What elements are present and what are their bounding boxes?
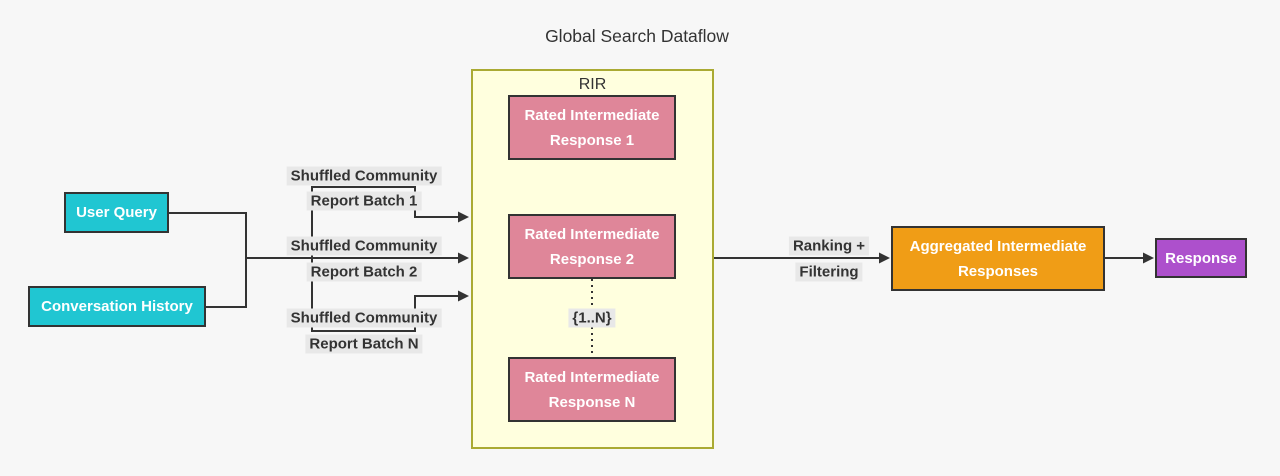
rir-subgraph-label: RIR <box>578 76 607 93</box>
node-rated-intermediate-response-n: Rated Intermediate Response N <box>508 357 676 422</box>
node-aggregated-label-line2: Responses <box>957 262 1039 280</box>
node-aggregated-intermediate-responses: Aggregated Intermediate Responses <box>891 226 1105 291</box>
node-rirN-label-line2: Response N <box>548 393 636 411</box>
node-rated-intermediate-response-2: Rated Intermediate Response 2 <box>508 214 676 279</box>
edge-label-range: {1..N} <box>568 308 616 328</box>
node-rated-intermediate-response-1: Rated Intermediate Response 1 <box>508 95 676 160</box>
edge-label-batch2-line2: Report Batch 2 <box>306 262 422 282</box>
edge-user-query-to-junction <box>169 212 247 258</box>
node-aggregated-label-line1: Aggregated Intermediate <box>909 237 1087 255</box>
node-rir1-label-line2: Response 1 <box>549 131 635 149</box>
edge-conversation-history-to-junction <box>206 258 247 308</box>
edge-label-batch2-line1: Shuffled Community <box>286 236 442 256</box>
edge-label-ranking-line2: Filtering <box>795 262 863 282</box>
node-rir1-label-line1: Rated Intermediate <box>524 106 660 124</box>
arrowhead-batch2 <box>458 252 469 264</box>
node-rir2-label-line2: Response 2 <box>549 250 635 268</box>
node-conversation-history-label: Conversation History <box>41 298 193 315</box>
edge-label-batch1-line1: Shuffled Community <box>286 166 442 186</box>
edge-label-batchN-line2: Report Batch N <box>305 334 423 354</box>
node-response: Response <box>1155 238 1247 278</box>
edge-label-batch1-line2: Report Batch 1 <box>306 191 422 211</box>
arrowhead-batch1 <box>458 211 469 223</box>
arrowhead-response <box>1143 252 1154 264</box>
node-conversation-history: Conversation History <box>28 286 206 327</box>
node-rir2-label-line1: Rated Intermediate <box>524 225 660 243</box>
node-rirN-label-line1: Rated Intermediate <box>524 368 660 386</box>
arrowhead-batchN <box>458 290 469 302</box>
node-user-query: User Query <box>64 192 169 233</box>
diagram-title: Global Search Dataflow <box>545 26 729 46</box>
node-user-query-label: User Query <box>76 204 157 221</box>
node-response-label: Response <box>1165 249 1237 267</box>
edge-label-batchN-line1: Shuffled Community <box>286 308 442 328</box>
edge-label-ranking-line1: Ranking + <box>788 236 870 256</box>
arrowhead-aggregated <box>879 252 890 264</box>
